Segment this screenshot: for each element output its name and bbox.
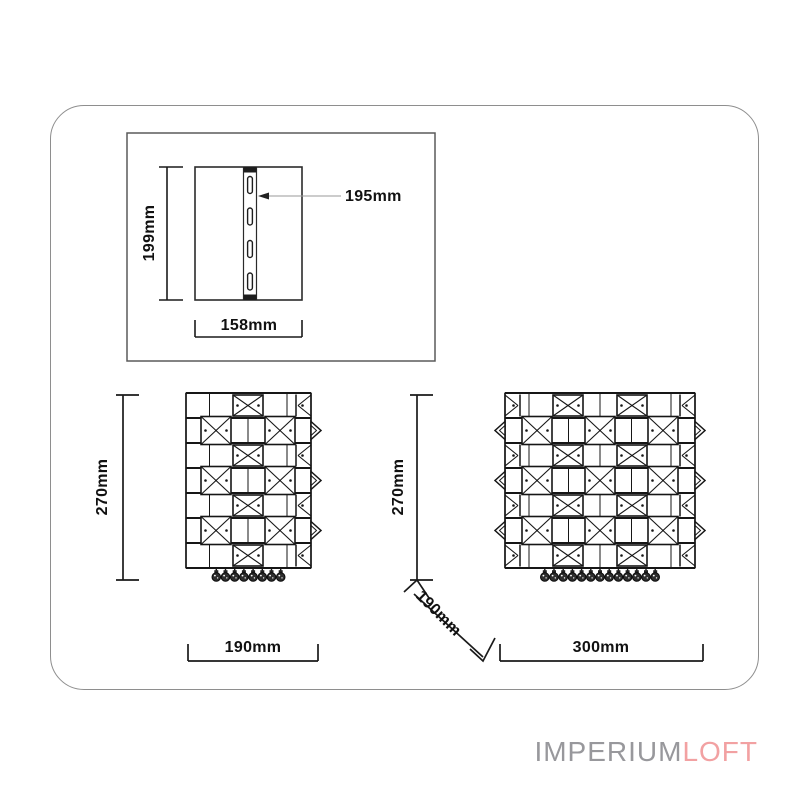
large-sconce-height-label: 270mm	[390, 458, 407, 516]
inset-dimension-lines	[159, 166, 303, 338]
outer-frame	[50, 105, 759, 690]
depth-diagonal-line	[413, 593, 484, 658]
brand-logo-primary: IMPERIUM	[534, 736, 683, 767]
small-sconce-drawing	[185, 392, 323, 582]
inset-width-label: 158mm	[220, 317, 278, 334]
inset-height-label: 199mm	[141, 204, 158, 262]
callout-arrowhead	[258, 192, 269, 200]
mounting-plate	[194, 166, 303, 301]
strip-slots	[246, 175, 254, 291]
sconce-dimension-lines	[116, 394, 704, 663]
small-sconce-height-label: 270mm	[94, 458, 111, 516]
strip-top-cap	[243, 167, 257, 173]
strip-bottom-cap	[243, 294, 257, 300]
large-sconce-width-label: 300mm	[572, 639, 630, 656]
brand-logo-accent: LOFT	[682, 736, 758, 767]
large-sconce-drawing	[493, 392, 707, 582]
strip-callout-label: 195mm	[345, 188, 402, 205]
inset-panel-border	[126, 132, 436, 362]
small-sconce-width-label: 190mm	[224, 639, 282, 656]
depth-chevron-top	[403, 578, 430, 599]
brand-logo: IMPERIUMLOFT	[534, 736, 758, 768]
strip-callout-leader	[258, 192, 341, 200]
depth-chevron-bottom	[469, 637, 496, 663]
